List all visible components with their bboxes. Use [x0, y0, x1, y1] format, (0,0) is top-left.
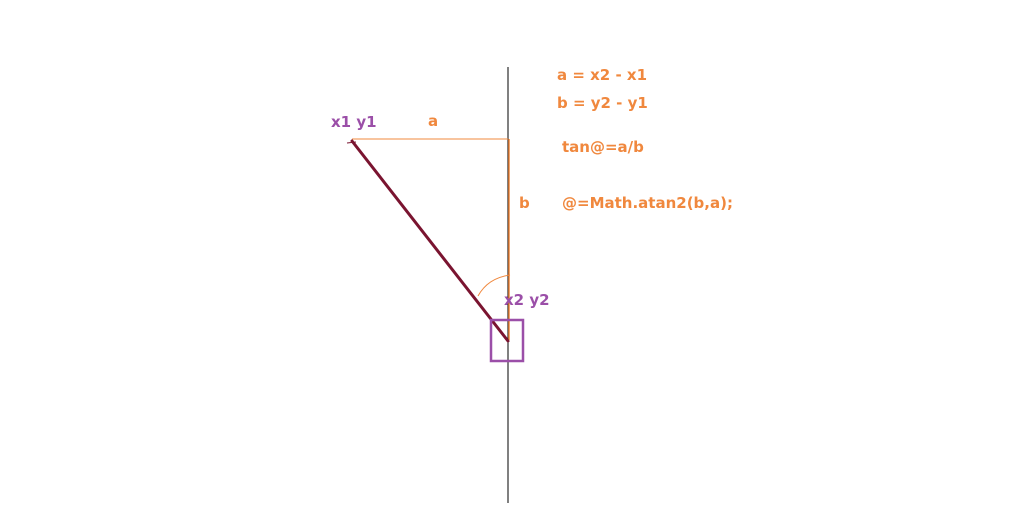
formula-tan: tan@=a/b [562, 138, 644, 156]
start-point-mark [346, 141, 357, 144]
point1-label: x1 y1 [331, 113, 377, 131]
hypotenuse-line [350, 139, 510, 343]
end-point-marker [489, 318, 525, 363]
formula-atan2: @=Math.atan2(b,a); [562, 194, 733, 212]
side-a-label: a [428, 112, 438, 130]
side-b-label: b [519, 194, 530, 212]
point2-label: x2 y2 [504, 291, 550, 309]
angle-arc [477, 274, 511, 297]
formula-b: b = y2 - y1 [557, 94, 648, 112]
formula-a: a = x2 - x1 [557, 66, 647, 84]
